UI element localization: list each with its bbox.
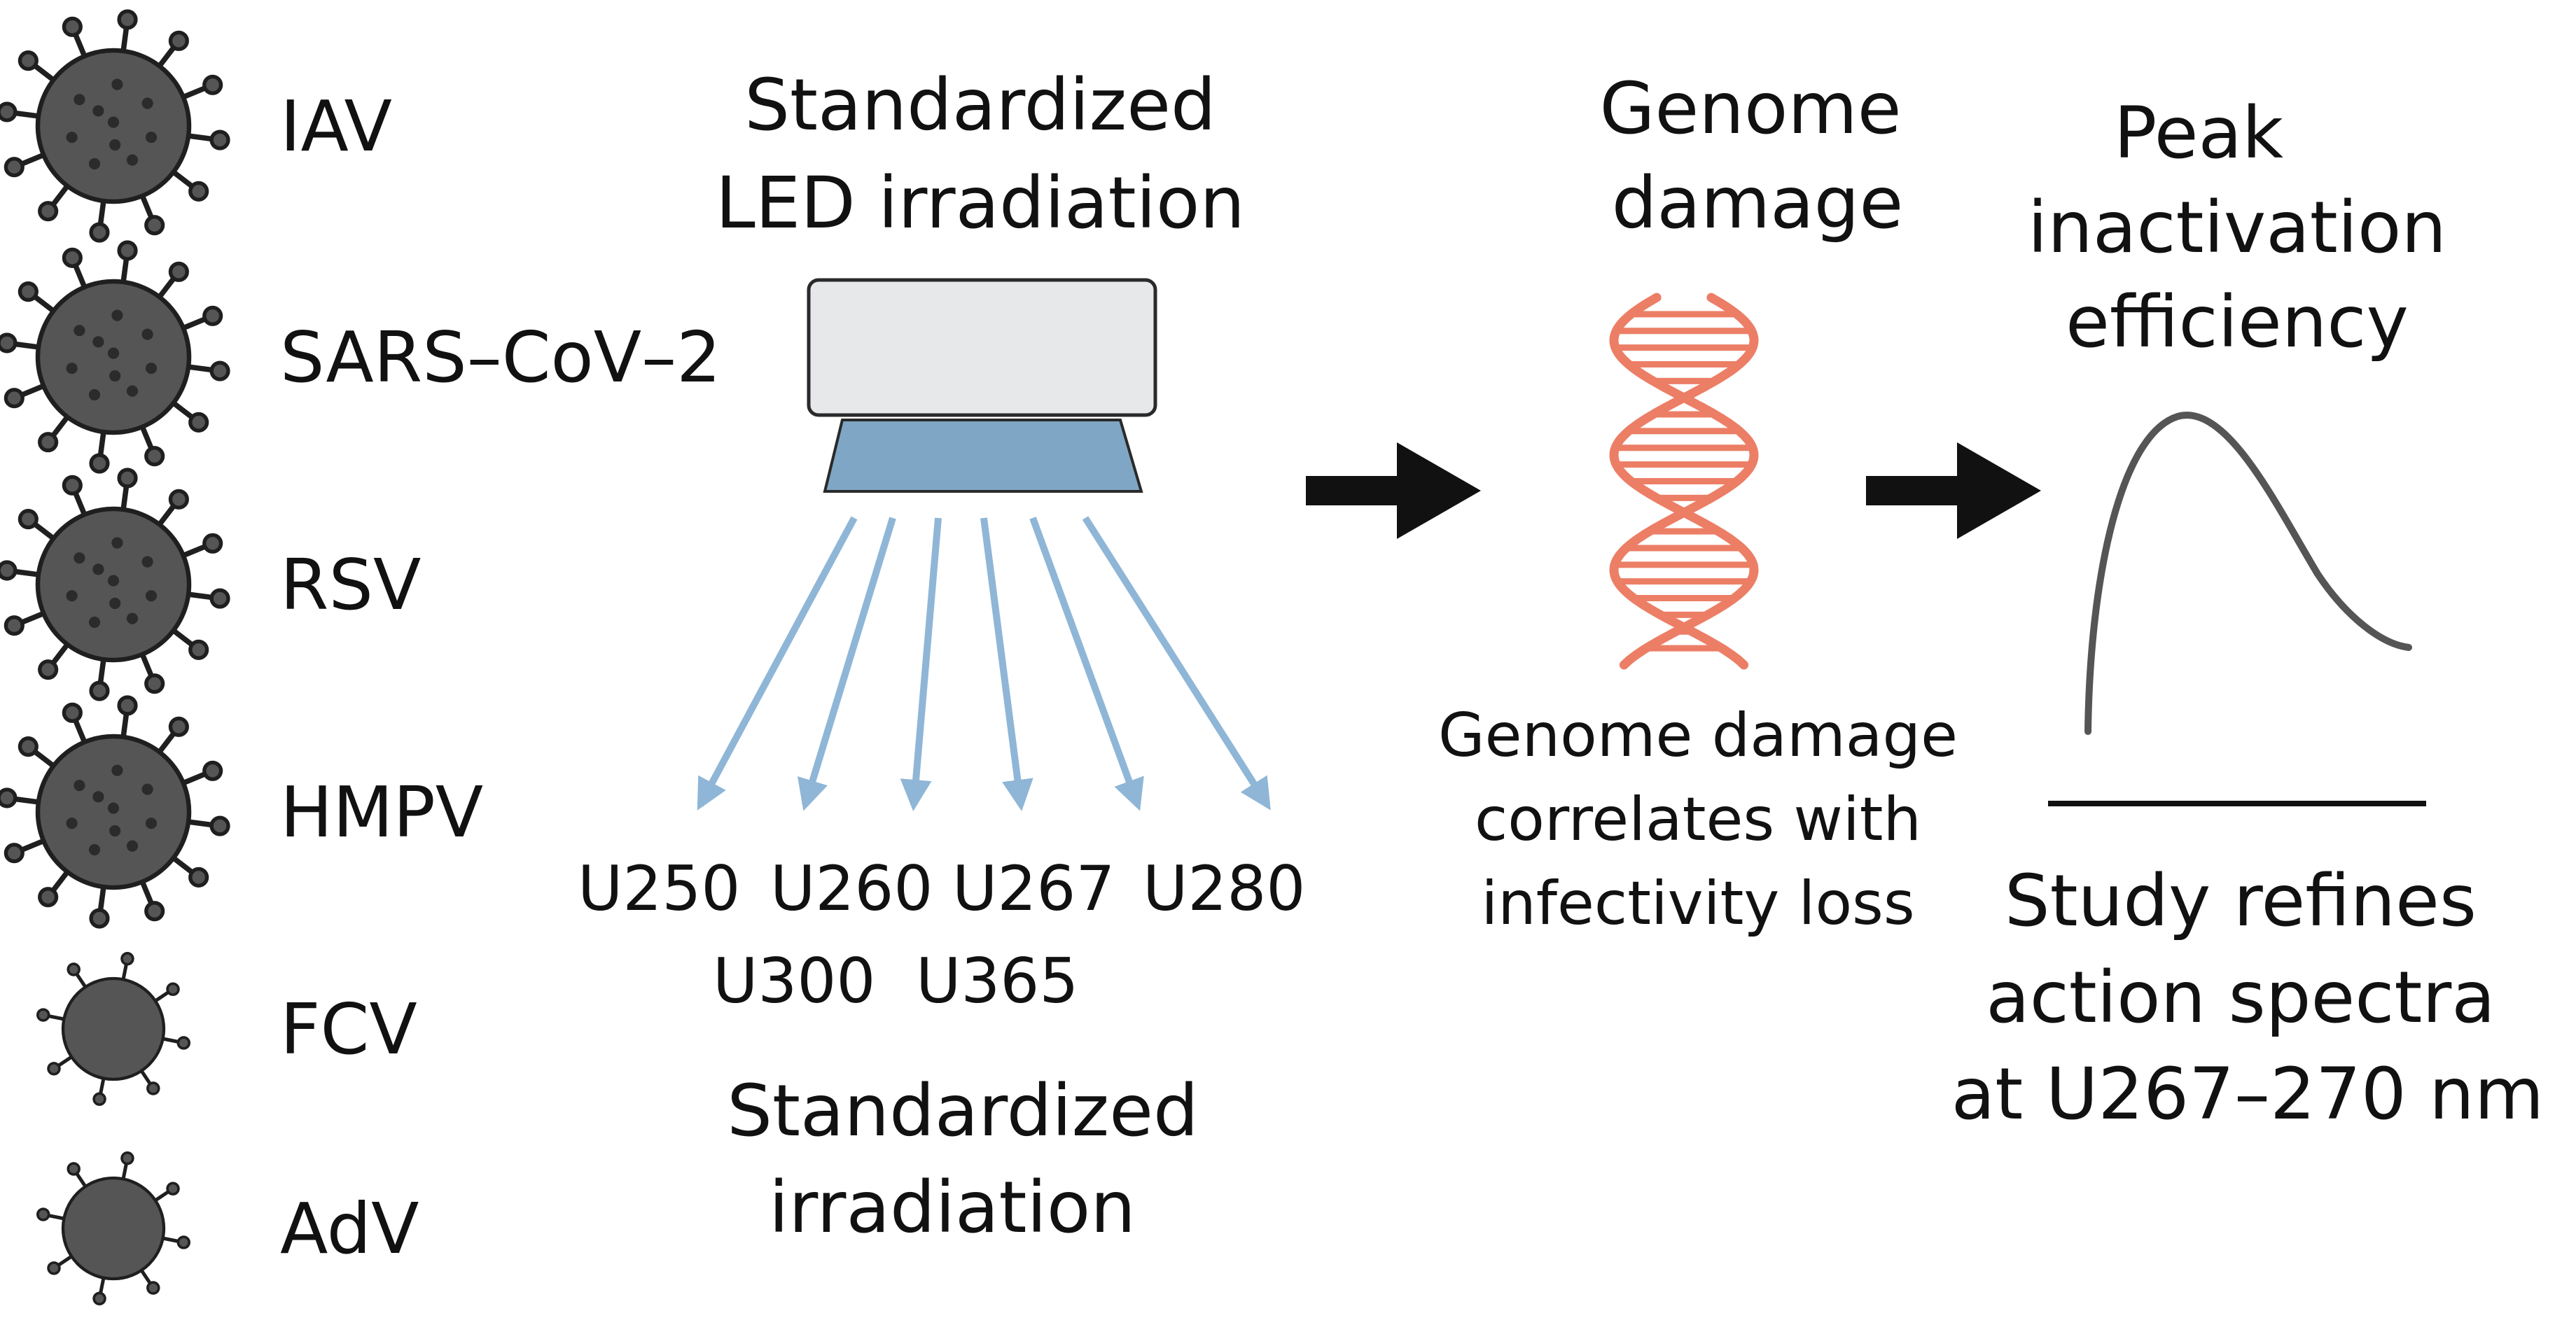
peak-title-line1: Peak <box>2114 92 2283 175</box>
virus-icon-hmpv <box>0 695 230 929</box>
virus-label-hmpv: HMPV <box>280 771 483 853</box>
uv-beams <box>697 516 1271 811</box>
flow-arrow-1 <box>1306 442 1481 539</box>
wavelength-label-u300: U300 <box>713 945 875 1017</box>
led-title-line1: Standardized <box>744 64 1216 147</box>
genome-caption-line1: Genome damage <box>1438 701 1958 771</box>
led-caption-line2: irradiation <box>769 1166 1136 1249</box>
led-caption-line1: Standardized <box>727 1070 1198 1153</box>
flow-arrow-2 <box>1866 442 2041 539</box>
uv-beam <box>1029 517 1144 811</box>
wavelength-label-u267: U267 <box>952 853 1115 925</box>
virus-label-iav: IAV <box>280 85 392 167</box>
virus-label-adv: AdV <box>280 1188 419 1270</box>
genome-section: Genome damage Genome damage correlates w… <box>1438 67 1958 939</box>
virus-icon-rsv <box>0 468 230 701</box>
wavelength-label-u250: U250 <box>578 853 740 925</box>
virus-icon-sars-cov-2 <box>0 240 230 474</box>
genome-title-line2: damage <box>1612 162 1904 245</box>
uv-beam <box>980 517 1033 811</box>
led-lamp-body <box>807 278 1157 417</box>
genome-caption-line2: correlates with <box>1475 785 1921 855</box>
virus-label-sars-cov-2: SARS–CoV–2 <box>280 316 721 398</box>
wavelength-label-u260: U260 <box>770 853 933 925</box>
led-lamp-lens <box>823 419 1143 493</box>
peak-title-line3: efficiency <box>2066 281 2409 364</box>
peak-title-line2: inactivation <box>2028 186 2446 269</box>
virus-icon-iav <box>0 9 230 243</box>
wavelength-label-u365: U365 <box>916 945 1078 1017</box>
virus-label-rsv: RSV <box>280 544 421 626</box>
uv-beam <box>1082 516 1271 811</box>
led-title-line2: LED irradiation <box>716 162 1245 245</box>
uv-beam <box>697 516 858 811</box>
genome-title-line1: Genome <box>1600 67 1902 150</box>
peak-caption-line1: Study refines <box>2005 860 2477 943</box>
peak-caption-line2: action spectra <box>1986 956 2495 1039</box>
uv-beam <box>900 517 942 811</box>
action-spectrum-curve <box>2084 412 2412 735</box>
virus-list: IAV SARS–CoV–2 RSV HMPV FCV AdV <box>0 9 721 1305</box>
wavelength-label-u280: U280 <box>1143 853 1305 925</box>
peak-section: Peak inactivation efficiency Study refin… <box>1951 92 2544 1136</box>
genome-caption-line3: infectivity loss <box>1481 869 1914 939</box>
uv-beam <box>797 517 896 811</box>
peak-caption-line3: at U267–270 nm <box>1951 1053 2544 1136</box>
virus-icon-adv <box>36 1151 190 1305</box>
virus-label-fcv: FCV <box>280 988 417 1070</box>
led-section: Standardized LED irradiation U250 U260 U… <box>578 64 1305 1249</box>
virus-icon-fcv <box>36 952 190 1106</box>
dna-helix-icon <box>1609 293 1759 670</box>
